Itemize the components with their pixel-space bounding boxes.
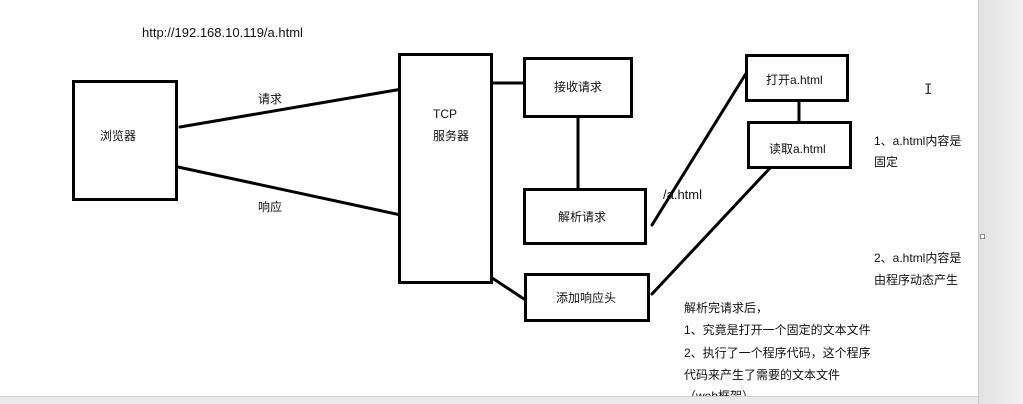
add-response-header-box	[524, 273, 650, 322]
tcp-server-label-line2: 服务器	[433, 129, 470, 143]
read-file-label: 读取a.html	[769, 142, 826, 156]
note-2-line-2: 由程序动态产生	[874, 273, 959, 287]
explanation-line-2: 1、究竟是打开一个固定的文本文件	[684, 323, 871, 337]
url-text: http://192.168.10.119/a.html	[142, 25, 303, 40]
tcp-server-box	[398, 53, 493, 284]
parse-request-label: 解析请求	[558, 210, 607, 224]
note-1-line-1: 1、a.html内容是	[874, 134, 962, 148]
read-file-box	[747, 121, 852, 169]
explanation-line-1: 解析完请求后，	[684, 301, 769, 315]
read-to-header-line	[650, 166, 772, 296]
parse-request-box	[523, 188, 647, 245]
open-file-label: 打开a.html	[766, 73, 823, 87]
receive-request-box	[523, 57, 633, 118]
browser-label: 浏览器	[100, 129, 137, 143]
browser-box	[72, 80, 178, 201]
note-1-line-2: 固定	[874, 155, 899, 169]
request-label: 请求	[258, 92, 283, 106]
tcp-server-label-line1: TCP	[433, 107, 457, 121]
resize-handle[interactable]	[980, 234, 985, 239]
parse-to-open-line	[650, 65, 752, 227]
receive-request-label: 接收请求	[554, 80, 603, 94]
add-response-header-label: 添加响应头	[556, 291, 617, 305]
path-label: /a.html	[663, 187, 703, 202]
text-cursor-icon: I	[924, 82, 933, 98]
explanation-line-3: 2、执行了一个程序代码，这个程序	[684, 346, 871, 360]
window-edge-right	[978, 0, 1023, 404]
window-edge-bottom	[0, 396, 978, 404]
response-label: 响应	[258, 200, 283, 214]
explanation-line-4: 代码来产生了需要的文本文件	[684, 368, 841, 382]
open-file-box	[745, 54, 849, 102]
request-arrow-line	[178, 86, 410, 129]
note-2-line-1: 2、a.html内容是	[874, 251, 962, 265]
response-arrow-line	[176, 165, 426, 222]
